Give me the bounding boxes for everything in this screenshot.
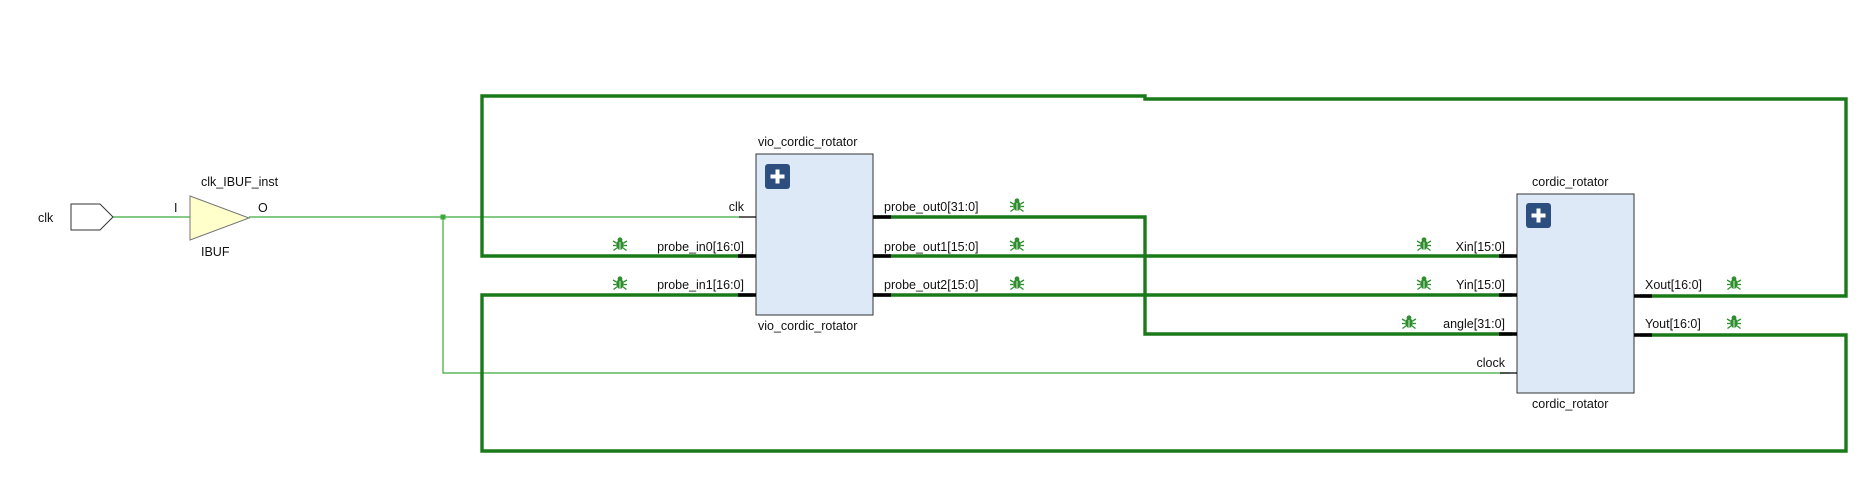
- bug-icon[interactable]: [1009, 275, 1025, 291]
- ibuf-input-pin-label: I: [174, 201, 177, 215]
- net-clk-to-cordic-clock[interactable]: [442, 217, 1510, 374]
- cordic-pin-xin[interactable]: Xin[15:0]: [1456, 240, 1505, 254]
- port-arrow-icon[interactable]: [70, 203, 114, 231]
- plus-icon-v: [775, 169, 780, 184]
- cordic-cell-name: cordic_rotator: [1532, 397, 1608, 411]
- input-port-label: clk: [38, 211, 54, 225]
- vio-pin-probe-in0[interactable]: probe_in0[16:0]: [657, 240, 744, 254]
- ibuf-output-pin-label: O: [258, 201, 268, 215]
- buffer-triangle-icon[interactable]: [189, 195, 251, 241]
- vio-block[interactable]: vio_cordic_rotator vio_cordic_rotator cl…: [657, 135, 978, 333]
- cordic-instance-name: cordic_rotator: [1532, 175, 1608, 189]
- vio-pin-clk[interactable]: clk: [729, 200, 745, 214]
- vio-instance-name: vio_cordic_rotator: [758, 135, 857, 149]
- cordic-pin-angle[interactable]: angle[31:0]: [1443, 317, 1505, 331]
- vio-pin-probe-out0[interactable]: probe_out0[31:0]: [884, 200, 979, 214]
- vio-pin-probe-out1[interactable]: probe_out1[15:0]: [884, 240, 979, 254]
- bug-icon[interactable]: [1009, 197, 1025, 213]
- bug-icon[interactable]: [1416, 236, 1432, 252]
- plus-icon-v: [1536, 208, 1541, 223]
- bug-icon[interactable]: [612, 275, 628, 291]
- cordic-pin-xout[interactable]: Xout[16:0]: [1645, 278, 1702, 292]
- net-junction-dot: [440, 214, 446, 220]
- bug-icon[interactable]: [1726, 314, 1742, 330]
- ibuf-instance-name: clk_IBUF_inst: [201, 175, 279, 189]
- vio-expand-button[interactable]: [765, 164, 790, 189]
- vio-pin-probe-out2[interactable]: probe_out2[15:0]: [884, 278, 979, 292]
- cordic-pin-yin[interactable]: Yin[15:0]: [1456, 278, 1505, 292]
- bug-icon[interactable]: [612, 236, 628, 252]
- vio-cell-name: vio_cordic_rotator: [758, 319, 857, 333]
- net-yout-to-probe-in1[interactable]: [480, 293, 1848, 453]
- cordic-expand-button[interactable]: [1526, 203, 1551, 228]
- ibuf-cell[interactable]: clk_IBUF_inst I O IBUF: [174, 175, 279, 259]
- cordic-block[interactable]: cordic_rotator cordic_rotator Xin[15:0] …: [1443, 175, 1702, 411]
- cordic-pin-yout[interactable]: Yout[16:0]: [1645, 317, 1701, 331]
- bug-icon[interactable]: [1416, 275, 1432, 291]
- bug-icon[interactable]: [1401, 314, 1417, 330]
- net-xout-to-probe-in0[interactable]: [480, 94, 1848, 298]
- vio-pin-probe-in1[interactable]: probe_in1[16:0]: [657, 278, 744, 292]
- nets[interactable]: [113, 94, 1848, 453]
- cordic-pin-clock[interactable]: clock: [1477, 356, 1506, 370]
- input-port-clk[interactable]: clk: [38, 203, 114, 231]
- net-probe-out0-to-angle[interactable]: [873, 215, 1512, 336]
- ibuf-type-label: IBUF: [201, 245, 230, 259]
- bug-icon[interactable]: [1726, 275, 1742, 291]
- bug-icon[interactable]: [1009, 236, 1025, 252]
